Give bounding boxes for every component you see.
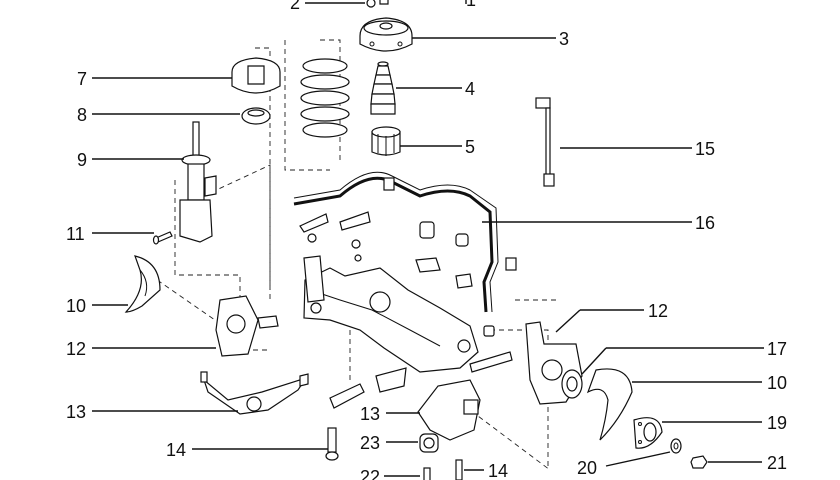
hub-nut (690, 455, 708, 469)
hub-washer (670, 438, 682, 454)
stabilizer-link (535, 97, 555, 187)
callout-20: 20 (577, 458, 597, 478)
steering-knuckle-left (215, 295, 279, 357)
callout-10-left: 10 (66, 296, 86, 316)
callout-11: 11 (66, 224, 85, 244)
callout-1: 1 (466, 0, 476, 10)
callout-10-right: 10 (767, 373, 787, 393)
lower-control-arm-right (417, 379, 481, 441)
upper-spring-seat (231, 57, 281, 94)
alignment-dashed-lines (149, 39, 560, 471)
stabilizer-bar (293, 171, 517, 313)
top-nut-part (366, 0, 389, 8)
wheel-hub (633, 417, 663, 449)
callout-5: 5 (465, 137, 475, 157)
callout-labels: 1 2 3 4 5 7 8 9 11 10 12 13 14 22 14 23 … (66, 0, 787, 480)
callout-leader-lines (92, 0, 764, 477)
strut-shock-absorber (179, 121, 217, 243)
spring-insulator-ring (241, 107, 271, 125)
wheel-bearing (561, 369, 583, 399)
callout-14-right: 14 (488, 461, 508, 480)
coil-spring (300, 58, 350, 138)
brackets-and-links (299, 211, 513, 409)
callout-4: 4 (465, 79, 475, 99)
long-bolt-right (455, 459, 463, 480)
callout-7: 7 (77, 69, 87, 89)
dust-boot (370, 61, 396, 115)
brake-dust-shield-right (586, 368, 633, 441)
callout-22: 22 (360, 467, 380, 480)
callout-23: 23 (360, 433, 380, 453)
callout-12-left: 12 (66, 339, 86, 359)
callout-14-left: 14 (166, 440, 186, 460)
callout-19: 19 (767, 413, 787, 433)
callout-9: 9 (77, 150, 87, 170)
callout-17: 17 (767, 339, 787, 359)
callout-8: 8 (77, 105, 87, 125)
strut-bolt (152, 231, 173, 245)
front-subframe (303, 255, 479, 373)
callout-3: 3 (559, 29, 569, 49)
lower-control-arm-left (200, 371, 309, 415)
bolt-22 (423, 467, 431, 480)
callout-2: 2 (290, 0, 300, 13)
long-bolt-left (325, 427, 339, 461)
callout-15: 15 (695, 139, 715, 159)
strut-top-mount (359, 17, 413, 52)
callout-13-right: 13 (360, 404, 380, 424)
callout-21: 21 (767, 453, 787, 473)
callout-13-left: 13 (66, 402, 86, 422)
control-arm-bushing (419, 433, 439, 453)
callout-16: 16 (695, 213, 715, 233)
callout-12-right: 12 (648, 301, 668, 321)
bump-stop-cup (371, 126, 401, 156)
brake-dust-shield-left (124, 255, 161, 313)
